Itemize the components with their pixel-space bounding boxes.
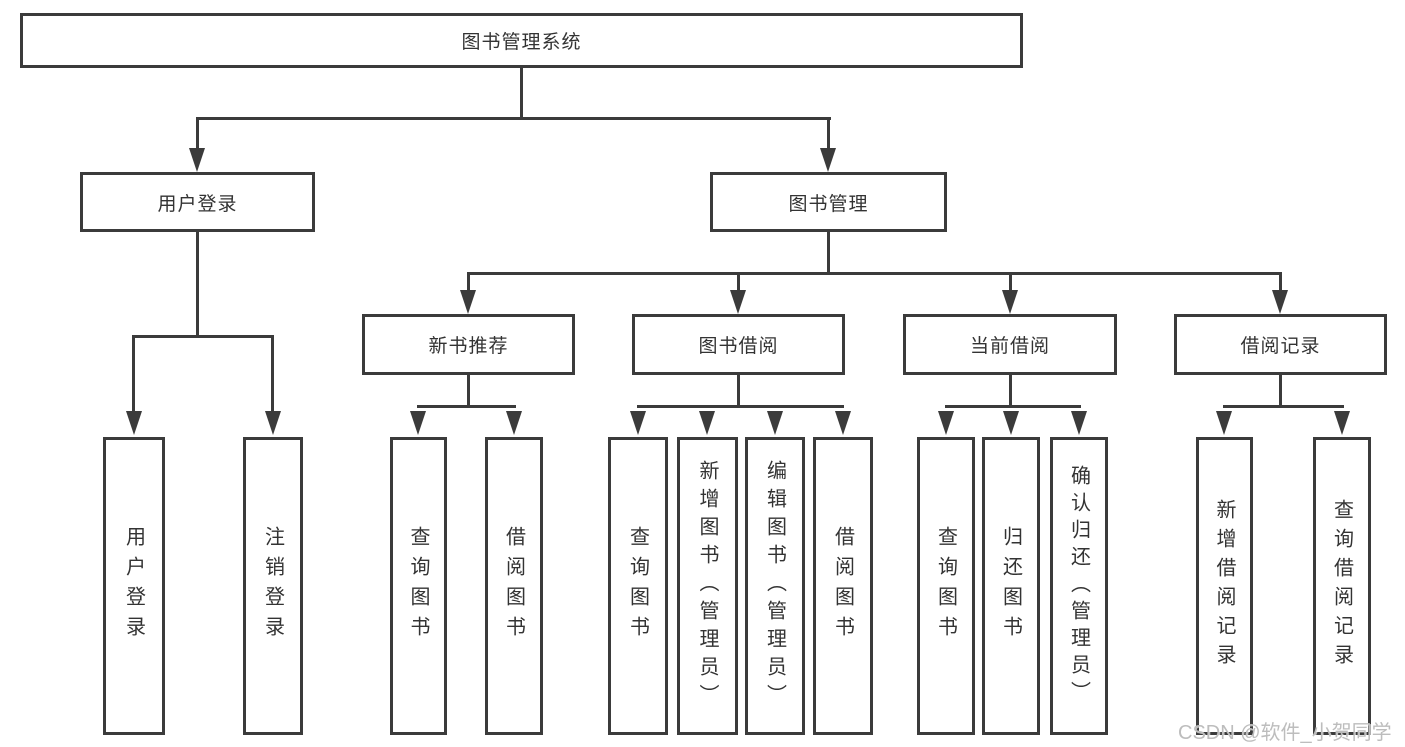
- node-new-book-recommend: 新书推荐: [362, 314, 575, 375]
- arrow-down-icon: [506, 411, 522, 435]
- arrow-down-icon: [1334, 411, 1350, 435]
- connector-line: [417, 405, 516, 408]
- connector-line: [1279, 272, 1282, 292]
- leaf-add-books-admin: 新增图书（管理员）: [677, 437, 738, 735]
- arrow-down-icon: [835, 411, 851, 435]
- node-root-book-management-system: 图书管理系统: [20, 13, 1023, 68]
- leaf-return-books: 归还图书: [982, 437, 1040, 735]
- arrow-down-icon: [189, 148, 205, 172]
- node-user-login: 用户登录: [80, 172, 315, 232]
- arrow-down-icon: [265, 411, 281, 435]
- arrow-down-icon: [630, 411, 646, 435]
- leaf-query-books-borrowing: 查询图书: [608, 437, 668, 735]
- arrow-down-icon: [1272, 290, 1288, 314]
- leaf-borrow-books-recommend: 借阅图书: [485, 437, 543, 735]
- arrow-down-icon: [938, 411, 954, 435]
- arrow-down-icon: [767, 411, 783, 435]
- leaf-edit-books-admin: 编辑图书（管理员）: [745, 437, 805, 735]
- node-book-borrowing: 图书借阅: [632, 314, 845, 375]
- leaf-query-books-current: 查询图书: [917, 437, 975, 735]
- connector-line: [1279, 373, 1282, 408]
- arrow-down-icon: [820, 148, 836, 172]
- connector-line: [1009, 272, 1012, 292]
- arrow-down-icon: [1002, 290, 1018, 314]
- arrow-down-icon: [699, 411, 715, 435]
- connector-line: [1223, 405, 1344, 408]
- connector-line: [196, 230, 199, 337]
- connector-line: [132, 335, 135, 413]
- connector-line: [737, 272, 740, 292]
- connector-line: [467, 373, 470, 408]
- node-current-borrowing: 当前借阅: [903, 314, 1117, 375]
- leaf-add-borrow-record: 新增借阅记录: [1196, 437, 1253, 735]
- connector-line: [520, 66, 523, 119]
- leaf-query-books-recommend: 查询图书: [390, 437, 447, 735]
- arrow-down-icon: [1071, 411, 1087, 435]
- connector-line: [737, 373, 740, 408]
- csdn-watermark: CSDN @软件_小贺同学: [1178, 722, 1392, 744]
- connector-line: [467, 272, 470, 292]
- leaf-borrow-books: 借阅图书: [813, 437, 873, 735]
- connector-line: [196, 117, 199, 152]
- node-book-management: 图书管理: [710, 172, 947, 232]
- leaf-query-borrow-record: 查询借阅记录: [1313, 437, 1371, 735]
- leaf-logout: 注销登录: [243, 437, 303, 735]
- leaf-user-login: 用户登录: [103, 437, 165, 735]
- connector-line: [1009, 373, 1012, 408]
- arrow-down-icon: [126, 411, 142, 435]
- connector-line: [467, 272, 1282, 275]
- connector-line: [196, 117, 831, 120]
- arrow-down-icon: [460, 290, 476, 314]
- connector-line: [637, 405, 844, 408]
- arrow-down-icon: [1216, 411, 1232, 435]
- node-borrowing-records: 借阅记录: [1174, 314, 1387, 375]
- leaf-confirm-return-admin: 确认归还（管理员）: [1050, 437, 1108, 735]
- connector-line: [945, 405, 1081, 408]
- arrow-down-icon: [410, 411, 426, 435]
- connector-line: [827, 230, 830, 274]
- arrow-down-icon: [730, 290, 746, 314]
- connector-line: [132, 335, 274, 338]
- arrow-down-icon: [1003, 411, 1019, 435]
- connector-line: [271, 335, 274, 413]
- connector-line: [827, 117, 830, 152]
